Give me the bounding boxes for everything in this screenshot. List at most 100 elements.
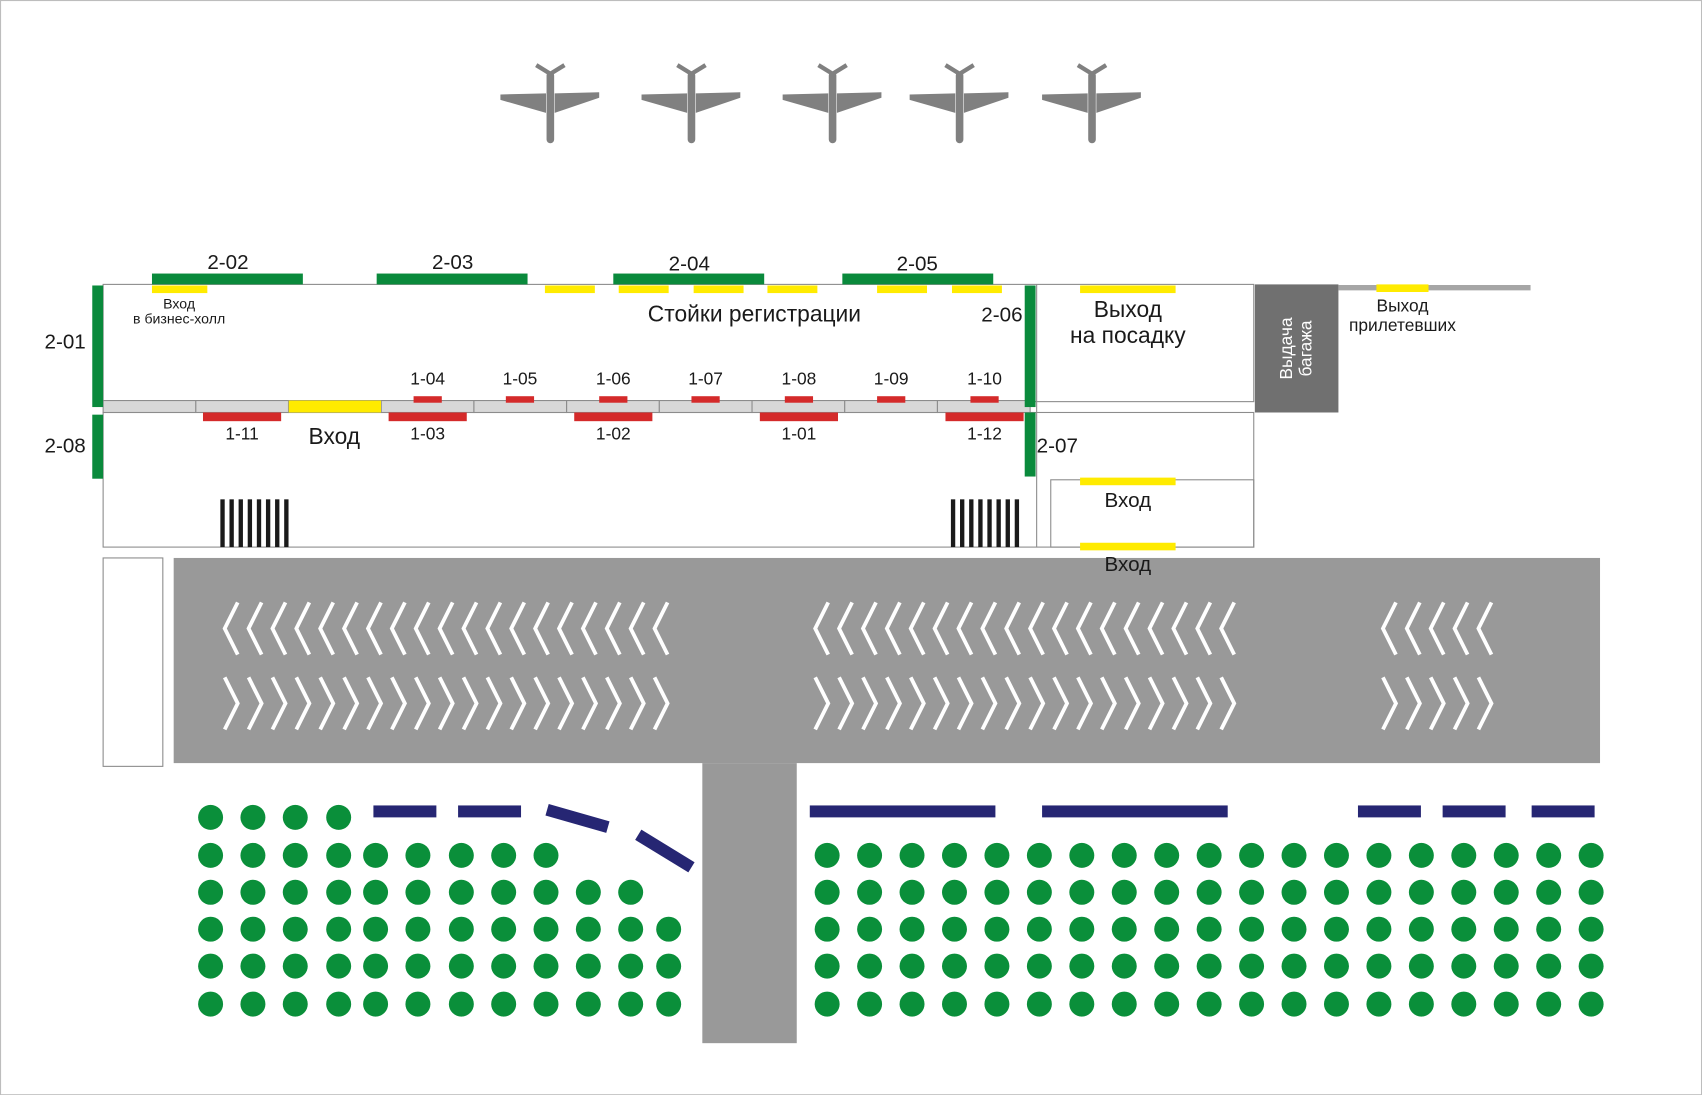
door-yellow[interactable]: [951, 285, 1002, 294]
gate-label-2-06: 2-06: [981, 303, 1023, 327]
parking-spot-icon: [1493, 916, 1519, 942]
chevron-icon: [884, 601, 902, 656]
parking-spot-icon: [1111, 879, 1137, 905]
chevron-icon: [1381, 676, 1399, 731]
chevron-icon: [1123, 676, 1141, 731]
parking-spot-icon: [1408, 879, 1434, 905]
airplane-wing-left: [909, 93, 956, 113]
parking-spot-icon: [1578, 842, 1604, 868]
chevron-icon: [556, 601, 574, 656]
business-hall-label-line1: Вход: [163, 295, 196, 312]
parking-spot-icon: [1493, 879, 1519, 905]
parking-spot-icon: [1154, 842, 1180, 868]
parking-spot-icon: [814, 842, 840, 868]
chevron-icon: [485, 676, 503, 731]
stair-step: [238, 499, 243, 548]
parking-spot-icon: [941, 953, 967, 979]
desk-1-04[interactable]: [413, 396, 442, 403]
door-yellow[interactable]: [693, 285, 744, 294]
chevron-icon: [813, 601, 830, 656]
parking-spot-icon: [899, 916, 925, 942]
chevron-icon: [1476, 601, 1494, 656]
parking-spot-icon: [618, 916, 644, 942]
barrier: [1357, 805, 1421, 818]
boarding-exit-door[interactable]: [1080, 285, 1176, 294]
traffic-chevrons: [222, 601, 1494, 731]
door-yellow[interactable]: [544, 285, 595, 294]
desk-1-06[interactable]: [599, 396, 628, 403]
main-entry-door[interactable]: [288, 400, 382, 413]
desk-1-07[interactable]: [691, 396, 720, 403]
desk-1-10[interactable]: [970, 396, 999, 403]
parking-spot-icon: [282, 804, 308, 830]
desk-1-11[interactable]: [202, 412, 282, 422]
gate-2-07-bar[interactable]: [1024, 412, 1036, 477]
baggage-claim-label: Выдача багажа: [1278, 317, 1316, 379]
vestibule-outer-door[interactable]: [1080, 542, 1176, 551]
chevron-icon: [980, 601, 998, 656]
chevron-icon: [1476, 676, 1494, 731]
chevron-icon: [365, 601, 383, 656]
desk-1-01[interactable]: [759, 412, 839, 422]
chevron-icon: [1028, 676, 1046, 731]
desk-1-05[interactable]: [505, 396, 535, 403]
parking-spot-icon: [1281, 953, 1307, 979]
boarding-exit-label: Выход на посадку: [1070, 297, 1186, 349]
chevron-icon: [580, 601, 598, 656]
barrier: [1442, 805, 1506, 818]
parking-spot-icon: [533, 842, 559, 868]
parking-spot-icon: [240, 953, 266, 979]
stairs-icon: [220, 499, 289, 548]
gate-2-08-bar[interactable]: [92, 414, 104, 479]
desk-label-1-03: 1-03: [410, 425, 446, 444]
chevron-icon: [908, 601, 926, 656]
parking-spot-icon: [1578, 953, 1604, 979]
parking-spot-icon: [656, 916, 682, 942]
parking-spot-icon: [448, 916, 474, 942]
parking-spot-icon: [1026, 842, 1052, 868]
parking-spot-icon: [1408, 953, 1434, 979]
desk-1-03[interactable]: [388, 412, 467, 422]
parking-spot-icon: [899, 842, 925, 868]
desk-1-12[interactable]: [945, 412, 1024, 422]
parking-spot-icon: [814, 991, 840, 1017]
gate-2-06-bar[interactable]: [1024, 285, 1036, 408]
parking-spot-icon: [240, 879, 266, 905]
gate-2-04-bar[interactable]: [613, 273, 765, 285]
chevron-icon: [604, 601, 622, 656]
vestibule-inner-door[interactable]: [1080, 477, 1176, 486]
door-yellow[interactable]: [767, 285, 818, 294]
gate-2-05-bar[interactable]: [842, 273, 994, 285]
parking-spot-icon: [1451, 842, 1477, 868]
chevron-icon: [1428, 676, 1446, 731]
stair-step: [996, 499, 1001, 548]
gate-2-02-bar[interactable]: [151, 273, 303, 285]
desk-label-1-08: 1-08: [781, 370, 817, 389]
parking-spot-icon: [857, 842, 883, 868]
gate-2-01-bar[interactable]: [92, 285, 104, 408]
parking-spot-icon: [941, 991, 967, 1017]
parking-spot-icon: [1536, 991, 1562, 1017]
parking-spot-icon: [240, 916, 266, 942]
parking-spot-icon: [448, 953, 474, 979]
chevron-icon: [246, 601, 264, 656]
parking-spot-icon: [1323, 991, 1349, 1017]
chevron-icon: [1100, 676, 1117, 731]
door-yellow[interactable]: [877, 285, 928, 294]
airplane-wing-left: [1042, 93, 1088, 113]
arrivals-exit-door[interactable]: [1376, 284, 1429, 292]
desk-1-08[interactable]: [784, 396, 814, 403]
gate-2-03-bar[interactable]: [376, 273, 528, 285]
chevron-icon: [885, 676, 903, 731]
boarding-exit-label-line1: Выход: [1093, 297, 1162, 323]
door-yellow[interactable]: [618, 285, 669, 294]
desk-1-09[interactable]: [877, 396, 906, 403]
parking-spot-icon: [282, 842, 308, 868]
desk-label-1-07: 1-07: [688, 370, 723, 389]
parking-spot-icon: [618, 953, 644, 979]
business-hall-door[interactable]: [151, 285, 208, 294]
parking-spot-icon: [1239, 991, 1265, 1017]
baggage-claim-block[interactable]: [1254, 284, 1339, 413]
desk-1-02[interactable]: [574, 412, 653, 422]
parking-spot-icon: [448, 842, 474, 868]
